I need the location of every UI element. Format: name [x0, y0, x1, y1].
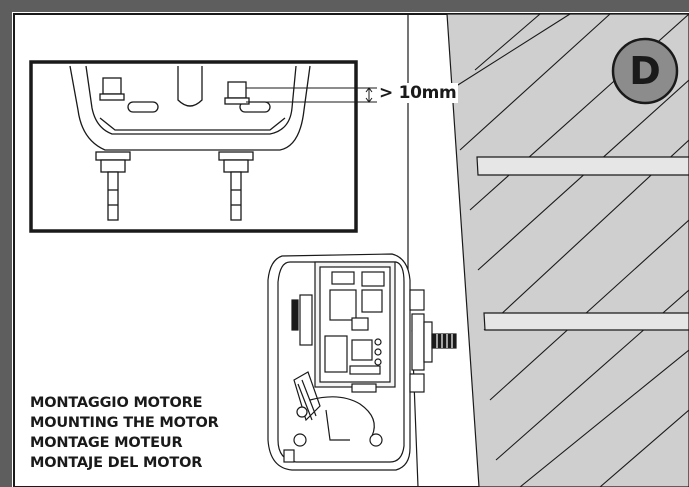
title-english: MOUNTING THE MOTOR [30, 415, 219, 431]
top-frame-bar [0, 0, 689, 12]
detail-inset [29, 60, 380, 233]
title-italian: MONTAGGIO MOTORE [30, 395, 203, 411]
step-letter: D [629, 49, 661, 93]
drive-pinion [409, 289, 457, 393]
title-spanish: MONTAJE DEL MOTOR [30, 455, 203, 471]
step-badge [611, 37, 679, 105]
bolt-right [218, 81, 254, 221]
caption-block: MONTAGGIO MOTORE MOUNTING THE MOTOR MONT… [30, 393, 219, 473]
gate-leaf [446, 13, 689, 487]
left-frame-bar [0, 0, 12, 487]
bolt-left [95, 77, 131, 221]
inner-frame [13, 13, 689, 487]
measurement-label: > 10mm [377, 83, 459, 103]
title-french: MONTAGE MOTEUR [30, 435, 183, 451]
motor-unit [267, 253, 411, 471]
dimension-guide [246, 87, 380, 103]
